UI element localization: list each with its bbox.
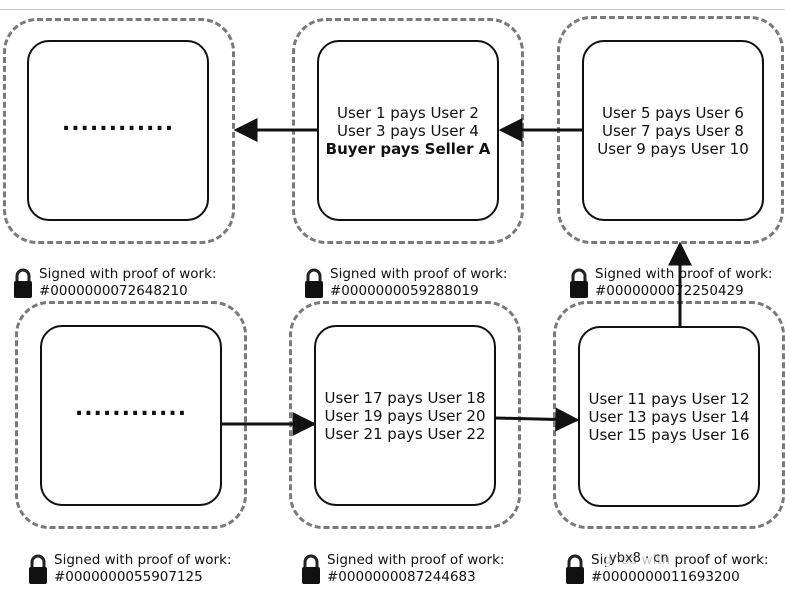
signature-hash: #0000000087244683 (327, 569, 476, 585)
lock-icon (302, 554, 320, 584)
block-bot-right: User 11 pays User 12 User 13 pays User 1… (578, 326, 760, 507)
block-bot-left: ............ (40, 325, 222, 506)
signature-hash: #0000000055907125 (54, 569, 203, 585)
signature-bot-left: Signed with proof of work: #000000005590… (27, 551, 231, 587)
transaction-line-highlighted: Buyer pays Seller A (325, 139, 491, 158)
signature-hash: #0000000059288019 (330, 283, 479, 299)
transaction-line: User 17 pays User 18 (324, 388, 486, 407)
transaction-line: User 7 pays User 8 (602, 121, 744, 140)
block-container-bot-mid (289, 301, 521, 529)
lock-icon (29, 554, 47, 584)
signature-label: Signed with proof of work: (330, 266, 508, 282)
signature-top-mid: Signed with proof of work: #000000005928… (303, 265, 507, 301)
block-container-top-left (3, 18, 235, 244)
signature-label: Signed with proof of work: (54, 552, 232, 568)
transaction-line: User 5 pays User 6 (602, 103, 744, 122)
signature-bot-mid: Signed with proof of work: #000000008724… (300, 551, 504, 587)
signature-hash: #0000000072648210 (39, 283, 188, 299)
signature-top-right: Signed with proof of work: #000000007225… (568, 265, 772, 301)
transaction-line: User 1 pays User 2 (337, 103, 479, 122)
watermark: ybx8 · cn (606, 548, 672, 568)
lock-icon (570, 268, 588, 298)
lock-icon (566, 554, 584, 584)
transaction-line: User 15 pays User 16 (588, 425, 750, 444)
arrow-botmid-to-botright (495, 407, 580, 432)
transaction-line: User 13 pays User 14 (588, 407, 750, 426)
watermark-text: ybx8 · cn (609, 550, 669, 566)
transaction-line: User 3 pays User 4 (337, 121, 479, 140)
signature-label: Signed with proof of work: (39, 266, 217, 282)
signature-label: Signed with proof of work: (595, 266, 773, 282)
signature-hash: #0000000072250429 (595, 283, 744, 299)
block-top-mid: User 1 pays User 2 User 3 pays User 4 Bu… (317, 40, 499, 221)
transaction-line: User 19 pays User 20 (324, 406, 486, 425)
signature-hash: #0000000011693200 (591, 569, 740, 585)
transaction-line: User 9 pays User 10 (597, 139, 749, 158)
top-rule (0, 9, 785, 10)
block-container-bot-right (553, 301, 785, 529)
lock-icon (14, 268, 32, 298)
block-top-left: ............ (27, 40, 209, 221)
block-bot-mid: User 17 pays User 18 User 19 pays User 2… (314, 325, 496, 506)
block-top-right: User 5 pays User 6 User 7 pays User 8 Us… (582, 40, 764, 221)
block-ellipsis: ............ (61, 110, 175, 136)
transaction-line: User 11 pays User 12 (588, 389, 750, 408)
lock-icon (305, 268, 323, 298)
signature-top-left: Signed with proof of work: #000000007264… (12, 265, 216, 301)
block-container-bot-left (15, 301, 247, 529)
signature-label: Signed with proof of work: (327, 552, 505, 568)
transaction-line: User 21 pays User 22 (324, 424, 486, 443)
block-ellipsis: ............ (74, 395, 188, 421)
